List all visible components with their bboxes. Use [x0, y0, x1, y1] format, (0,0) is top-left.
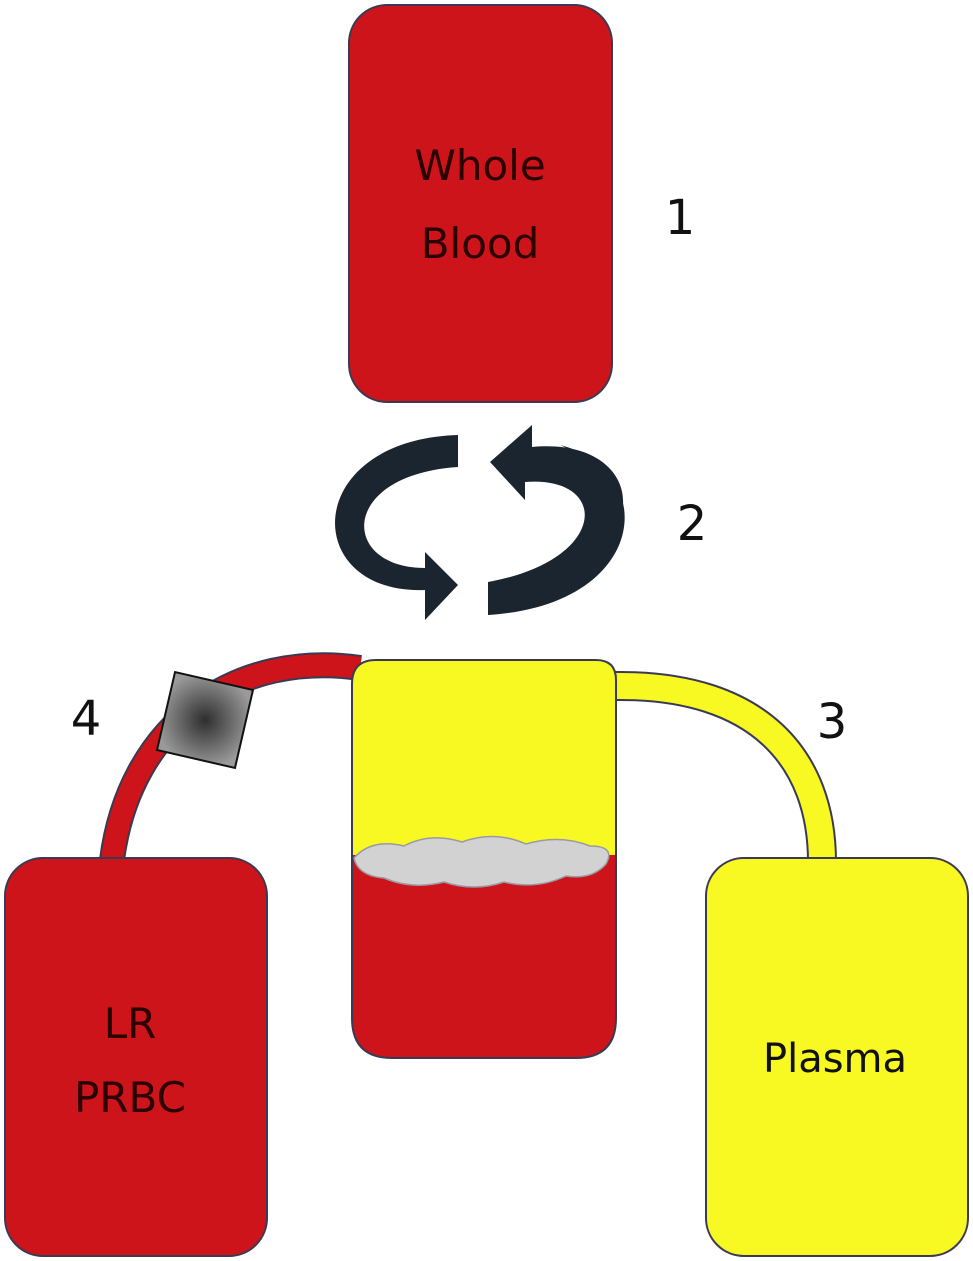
- whole-blood-label-line1: Whole: [414, 141, 545, 190]
- plasma-bag: Plasma: [705, 857, 969, 1257]
- buffy-coat-layer: [353, 835, 610, 888]
- centrifuged-bag-red-layer: [352, 855, 616, 1058]
- yellow-tubing-fill: [614, 672, 835, 863]
- whole-blood-bag-shape: [348, 4, 613, 403]
- lr-prbc-bag-shape: [4, 857, 268, 1257]
- arrow-right-half-tail: [488, 445, 625, 615]
- lr-prbc-label-line2: PRBC: [74, 1073, 186, 1122]
- plasma-bag-shape: [705, 857, 969, 1257]
- step-3-number: 3: [817, 694, 848, 750]
- centrifuged-bag-plasma-layer: [352, 660, 616, 855]
- whole-blood-bag: Whole Blood: [348, 4, 613, 403]
- arrow-right-half: [488, 425, 624, 582]
- lr-prbc-label-line1: LR: [104, 999, 157, 1048]
- arrow-left-half: [335, 435, 458, 620]
- centrifuged-bag: [351, 659, 617, 1059]
- leukoreduction-filter-icon: [155, 670, 255, 770]
- lr-prbc-bag: LR PRBC: [4, 857, 268, 1257]
- step-2-number: 2: [677, 496, 708, 552]
- whole-blood-label-line2: Blood: [421, 219, 540, 268]
- centrifuged-bag-outline: [351, 659, 617, 1059]
- step-1-number: 1: [665, 190, 696, 246]
- step-4-number: 4: [71, 691, 102, 747]
- circular-arrows-icon: [335, 425, 625, 620]
- plasma-label: Plasma: [763, 1036, 907, 1082]
